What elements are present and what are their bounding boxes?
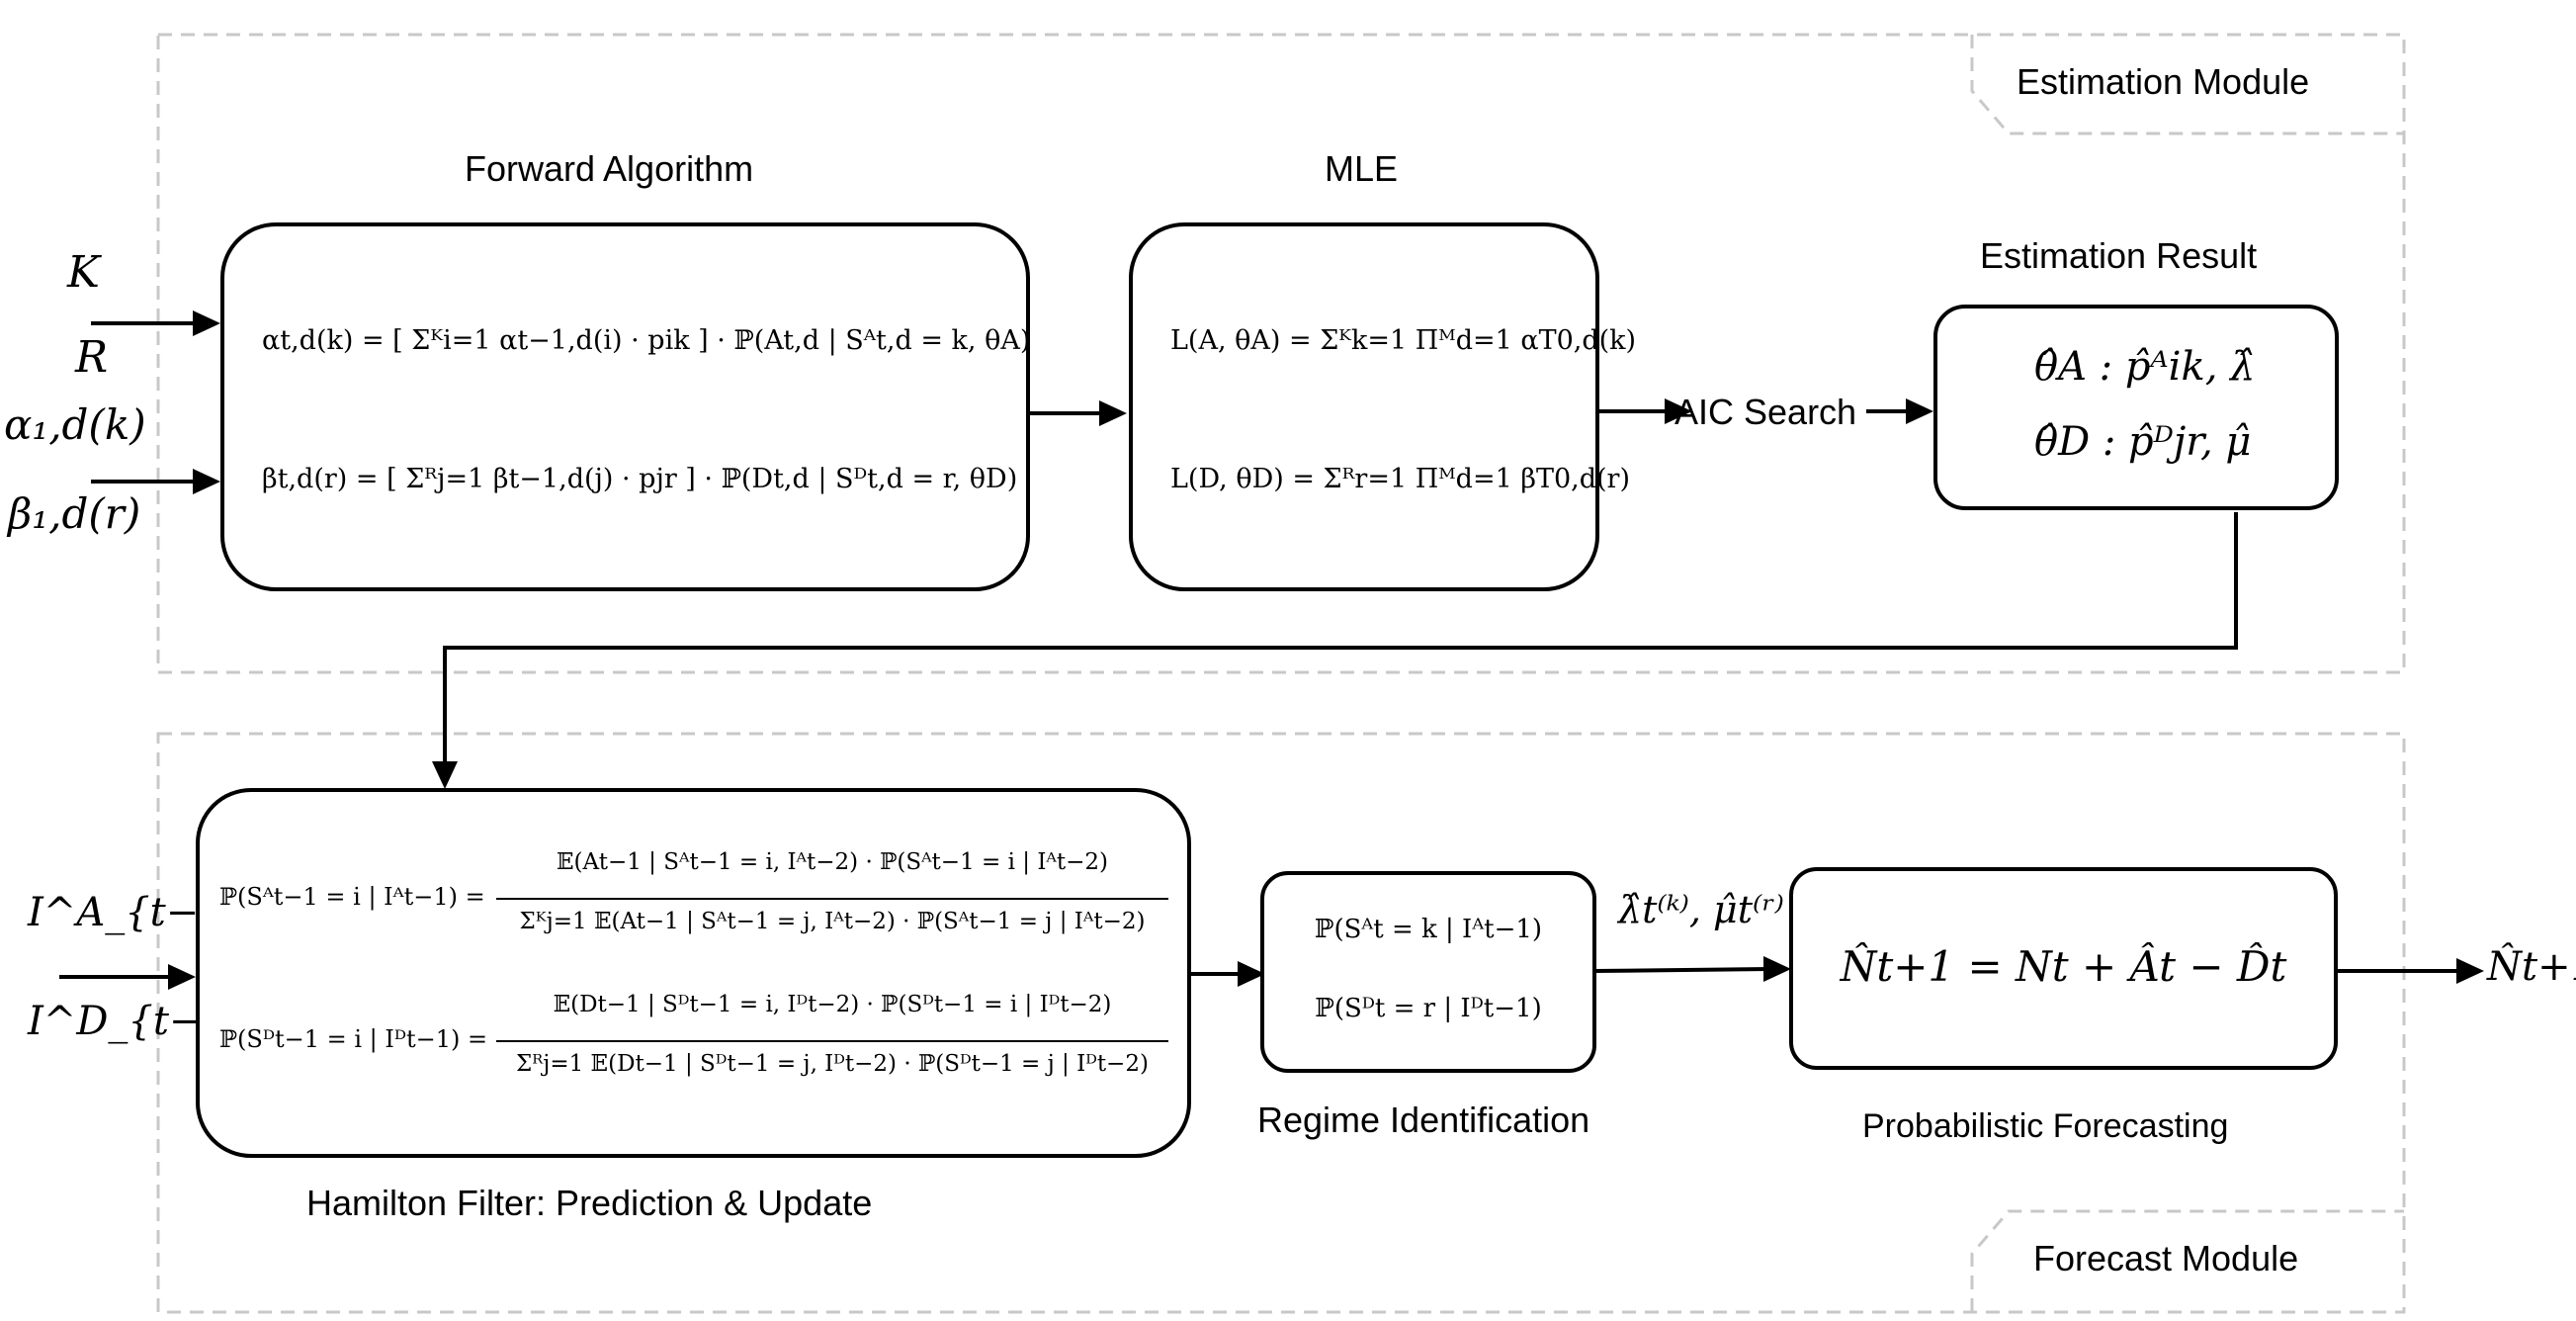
forecast-module-frame <box>156 732 2406 1314</box>
hamilton-fraction-bar-a <box>496 898 1168 900</box>
result-theta-d: θ̂D : p̂ᴰjr, μ̂ <box>2034 419 2252 465</box>
forward-algorithm-box: αt,d(k) = [ Σᴷi=1 αt−1,d(i) · pik ] · ℙ(… <box>220 222 1030 591</box>
hamilton-den-d: Σᴿj=1 𝔼(Dt−1 | Sᴰt−1 = j, Iᴰt−2) · ℙ(Sᴰt… <box>516 1051 1149 1077</box>
forward-eq-beta: βt,d(r) = [ Σᴿj=1 βt−1,d(j) · pjr ] · ℙ(… <box>262 464 1018 494</box>
forward-algorithm-title: Forward Algorithm <box>465 148 754 189</box>
probabilistic-forecasting-title: Probabilistic Forecasting <box>1862 1107 2229 1145</box>
arrow-result-to-hamilton <box>443 512 2238 769</box>
hamilton-num-a: 𝔼(At−1 | Sᴬt−1 = i, Iᴬt−2) · ℙ(Sᴬt−1 = i… <box>557 849 1108 875</box>
input-r: R <box>75 332 109 383</box>
regime-identification-title: Regime Identification <box>1257 1100 1590 1140</box>
result-theta-a: θ̂A : p̂ᴬik, λ̂ <box>2034 344 2256 390</box>
arrow-regime-to-forecast <box>1593 967 1772 973</box>
forward-eq-alpha: αt,d(k) = [ Σᴷi=1 αt−1,d(i) · pik ] · ℙ(… <box>262 325 1031 356</box>
mle-title: MLE <box>1325 148 1399 189</box>
regime-output-estimates: λ̂t⁽ᵏ⁾, μ̂t⁽ʳ⁾ <box>1618 888 1784 931</box>
probabilistic-forecasting-box: N̂t+1 = Nt + Ât − D̂t <box>1789 867 2338 1070</box>
arrowheads <box>168 310 2484 990</box>
output-forecast: N̂t+1 <box>2487 944 2576 990</box>
input-k: K <box>67 247 100 298</box>
estimation-module-label: Estimation Module <box>2017 61 2310 102</box>
hamilton-filter-box: ℙ(Sᴬt−1 = i | Iᴬt−1) = 𝔼(At−1 | Sᴬt−1 = … <box>196 788 1191 1158</box>
mle-eq-d: L(D, θD) = Σᴿr=1 Πᴹd=1 βT0,d(r) <box>1170 464 1630 494</box>
mle-box: L(A, θA) = Σᴷk=1 Πᴹd=1 αT0,d(k) L(D, θD)… <box>1129 222 1636 591</box>
estimation-result-box: θ̂A : p̂ᴬik, λ̂ θ̂D : p̂ᴰjr, μ̂ <box>1933 305 2339 510</box>
hamilton-den-a: Σᴷj=1 𝔼(At−1 | Sᴬt−1 = j, Iᴬt−2) · ℙ(Sᴬt… <box>519 909 1146 934</box>
forecast-equation: N̂t+1 = Nt + Ât − D̂t <box>1840 942 2287 991</box>
input-alpha-init: α₁,d(k) <box>4 400 146 449</box>
hamilton-fraction-bar-d <box>496 1040 1168 1042</box>
estimation-module-frame <box>156 33 2406 674</box>
input-beta-init: β₁,d(r) <box>8 489 141 538</box>
estimation-result-title: Estimation Result <box>1980 235 2258 276</box>
forecast-module-label: Forecast Module <box>2033 1238 2299 1278</box>
mle-eq-a: L(A, θA) = Σᴷk=1 Πᴹd=1 αT0,d(k) <box>1170 325 1637 356</box>
regime-identification-box: ℙ(Sᴬt = k | Iᴬt−1) ℙ(Sᴰt = r | Iᴰt−1) <box>1260 871 1596 1073</box>
aic-search-label: AIC Search <box>1674 392 1857 432</box>
hamilton-lhs-d: ℙ(Sᴰt−1 = i | Iᴰt−1) = <box>219 1025 488 1053</box>
regime-eq-d: ℙ(Sᴰt = r | Iᴰt−1) <box>1315 994 1542 1023</box>
hamilton-filter-title: Hamilton Filter: Prediction & Update <box>306 1183 873 1223</box>
regime-eq-a: ℙ(Sᴬt = k | Iᴬt−1) <box>1314 915 1543 944</box>
hamilton-num-d: 𝔼(Dt−1 | Sᴰt−1 = i, Iᴰt−2) · ℙ(Sᴰt−1 = i… <box>553 992 1112 1017</box>
hamilton-lhs-a: ℙ(Sᴬt−1 = i | Iᴬt−1) = <box>219 883 485 911</box>
